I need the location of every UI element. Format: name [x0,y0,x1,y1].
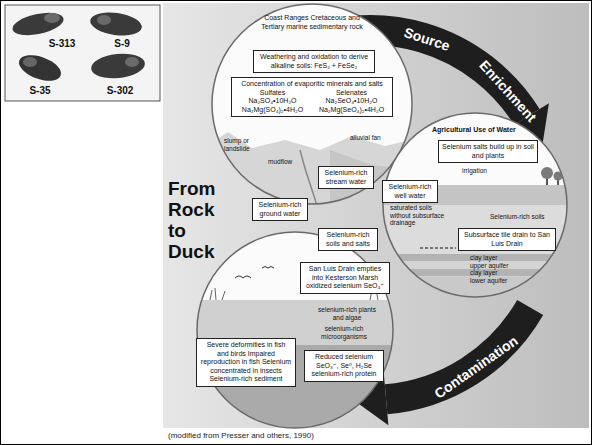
box-text: Na₂Mg(SeO₄)₂•4H₂O [314,106,389,115]
box-text: Na₂SO₄•10H₂O [235,97,310,106]
box-text: Selenates [314,89,389,98]
box-text: Selenium-rich well water [386,183,434,200]
specimen [89,9,144,38]
box-text: Weathering and oxidation to derive alkal… [257,53,371,70]
lobe-outline [197,232,393,428]
birds [235,267,274,279]
saturated-soil [380,205,570,254]
clay-layer [380,254,570,262]
layer-label: clay layer [470,269,497,277]
layer-label: lower aquifer [470,277,507,285]
box-text: Severe deformities in fish and birds Imp… [200,341,292,384]
box-text: Sulfates [235,89,310,98]
feature-label: mudflow [268,158,292,166]
box-text: Selenium-rich ground water [256,201,304,218]
tree [541,167,553,179]
box-text: Reduced selenium SeO₃⁼, Se⁰, H₂Se seleni… [308,353,380,379]
photo-inset [5,5,160,101]
specimen [125,57,139,67]
specimen [23,57,37,67]
specimen [44,13,60,23]
box-text: Na₂SeO₄•10H₂O [314,97,389,106]
feature-label: selenium-rich plants and algae [318,306,376,321]
text-box: Selenium-rich well water [382,180,438,203]
box-text: Selenium-rich soils and salts [322,231,374,248]
text-box: Selenium-rich stream water [318,166,374,189]
text-box: Selenium salts build up in soil and plan… [438,140,538,163]
region-heading: Agricultural Use of Water [432,126,516,134]
text-box: Weathering and oxidation to derive alkal… [253,50,375,73]
layer-label: upper aquifer [470,262,508,270]
box-text: San Luis Drain empties into Kesterson Ma… [304,265,386,291]
lobe-outline [383,113,567,297]
specimen-label: S-9 [114,38,130,50]
box-text: Concentration of evaporitic minerals and… [235,80,389,89]
caption: (modified from Presser and others, 1990) [168,431,314,441]
clay-layer [380,269,570,277]
text-box: Selenium-rich ground water [252,198,308,221]
feature-label: irrigation [462,167,487,175]
feature-label: Selenium-rich soils [490,213,545,221]
contamination-lobe [190,232,400,435]
specimen-label: S-313 [49,38,76,50]
specimens [10,9,146,86]
diagram-title: From Rock to Duck [168,178,228,262]
feature-label: slump or landslide [224,137,264,152]
feature-label: selenium-rich microorganisms [312,325,376,340]
box-text: Selenium salts build up in soil and plan… [442,143,534,160]
text-box: Severe deformities in fish and birds Imp… [196,338,296,387]
box-text: Na₂Mg(SO₄)₂•4H₂O [235,106,310,115]
layer-label: clay layer [470,254,497,262]
specimen-label: S-35 [29,85,50,97]
specimen [90,51,146,81]
text-box: Subsurface tile drain to San Luis Drain [458,228,556,251]
text-box: Reduced selenium SeO₃⁼, Se⁰, H₂Se seleni… [304,350,384,382]
text-box: Concentration of evaporitic minerals and… [231,77,393,117]
panel [163,3,589,428]
feature-label: alluvial fan [350,134,381,142]
specimen [16,50,65,86]
tile-drain [420,247,456,249]
feature-label: saturated soils without subsurface drain… [390,204,448,227]
box-text: Selenium-rich stream water [322,169,370,186]
text-box: Selenium-rich soils and salts [318,228,378,251]
specimen [97,15,111,25]
enrichment-lobe [380,113,570,302]
specimen-label: S-302 [107,85,134,97]
text-box: San Luis Drain empties into Kesterson Ma… [300,262,390,294]
lobe-outline [212,4,412,204]
region-heading: Coast Ranges Cretaceous and Tertiary mar… [257,14,367,31]
box-text: Subsurface tile drain to San Luis Drain [462,231,552,248]
specimen [10,9,65,39]
